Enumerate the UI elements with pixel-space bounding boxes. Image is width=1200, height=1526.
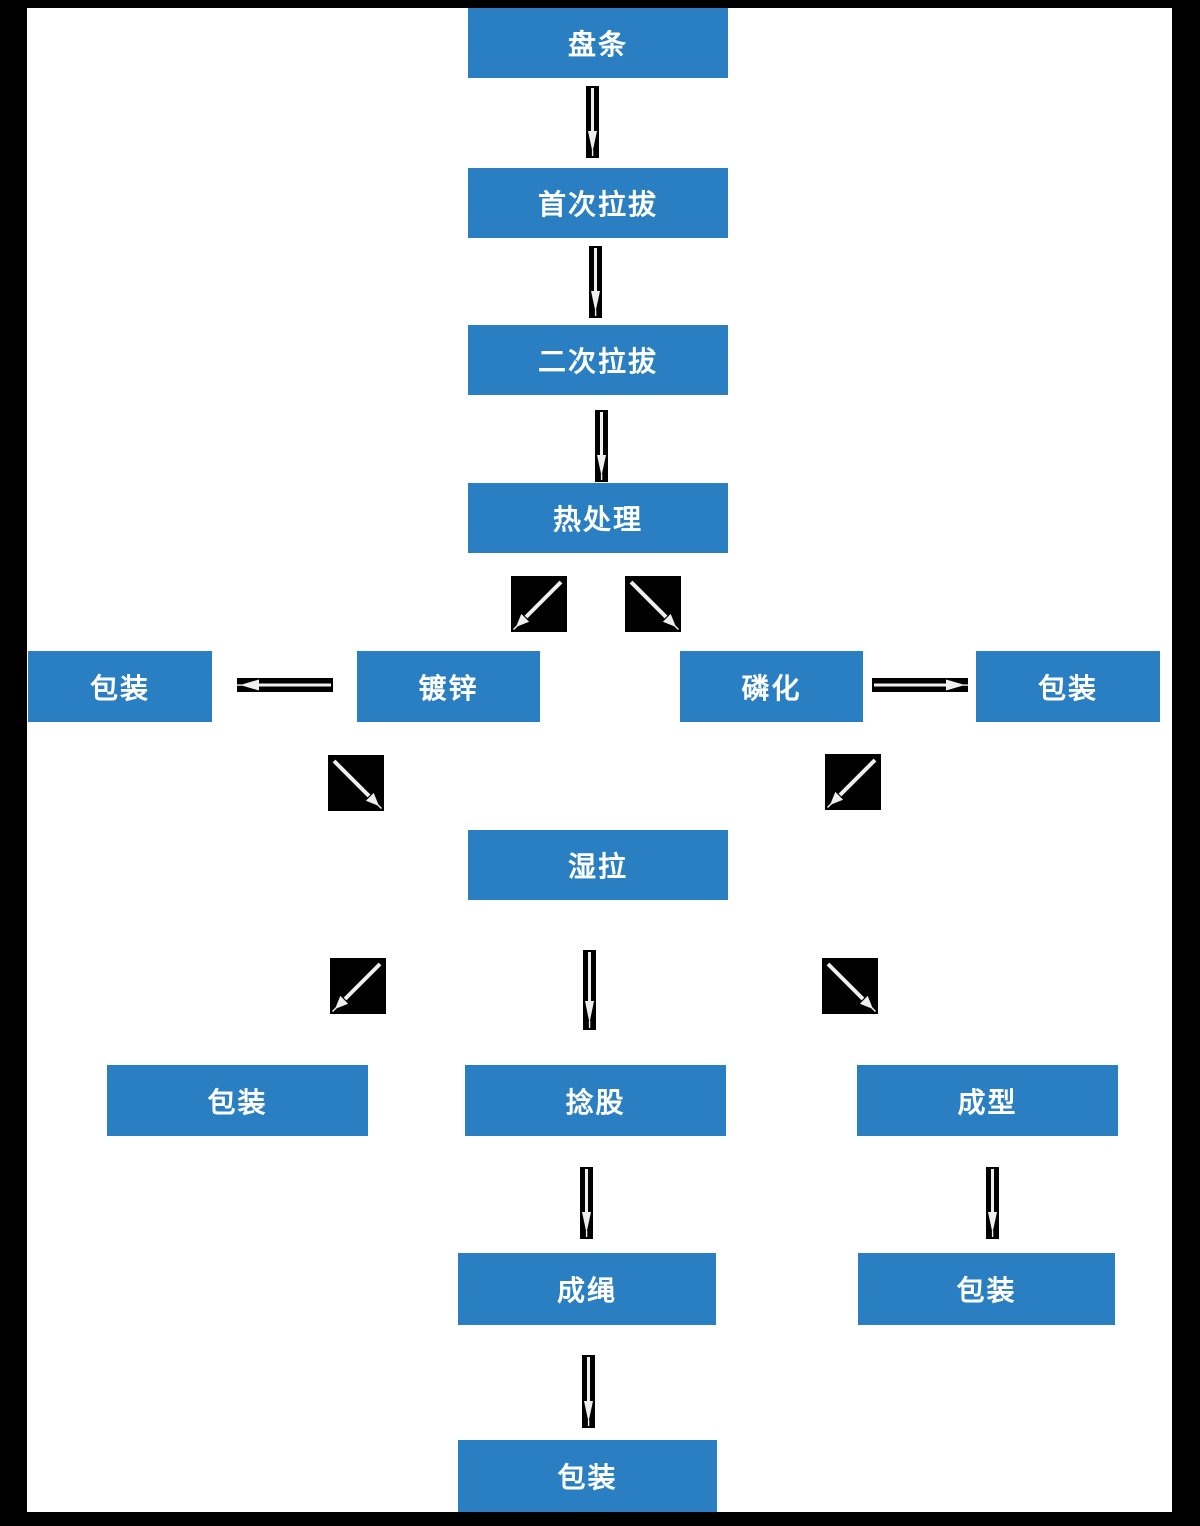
arrow-downright-rechuli-to-linhua-icon: [625, 576, 681, 632]
arrow-right-linhua-to-baozhuang-icon: [872, 678, 968, 692]
node-baozhuang-after-chengxing: 包装: [858, 1253, 1115, 1325]
node-chengsheng: 成绳: [458, 1253, 716, 1325]
arrow-down-erci-laba-to-rechuli-icon: [595, 410, 608, 482]
node-chengxing: 成型: [857, 1065, 1118, 1136]
arrow-downleft-linhua-to-shila-icon: [825, 754, 881, 810]
arrow-down-shila-to-niangu-icon: [583, 950, 596, 1030]
arrow-downright-shila-to-chengxing-icon: [822, 958, 878, 1014]
arrow-downleft-rechuli-to-duxin-icon: [511, 576, 567, 632]
arrow-down-chengxing-to-baozhuang-icon: [986, 1167, 999, 1239]
node-baozhuang-after-shila: 包装: [107, 1065, 368, 1136]
arrow-down-shouci-to-erci-laba-icon: [589, 246, 602, 318]
node-duxin: 镀锌: [357, 651, 540, 722]
node-baozhuang-after-linhua: 包装: [976, 651, 1160, 722]
node-baozhuang-after-duxin: 包装: [28, 651, 212, 722]
arrow-downleft-shila-to-baozhuang-icon: [330, 958, 386, 1014]
node-erci-laba: 二次拉拔: [468, 325, 728, 395]
frame-border-right: [1172, 0, 1200, 1526]
node-niangu: 捻股: [465, 1065, 726, 1136]
frame-border-top: [0, 0, 1200, 8]
node-baozhuang-after-chengsheng: 包装: [458, 1440, 717, 1512]
frame-border-left: [0, 0, 27, 1526]
frame-border-bottom: [0, 1512, 1200, 1526]
node-rechuli: 热处理: [468, 483, 728, 553]
arrow-left-duxin-to-baozhuang-icon: [237, 678, 333, 692]
arrow-downright-duxin-to-shila-icon: [328, 755, 384, 811]
node-shouci-laba: 首次拉拔: [468, 168, 728, 238]
arrow-down-niangu-to-chengsheng-icon: [580, 1167, 593, 1239]
node-pantiao: 盘条: [468, 8, 728, 78]
arrow-down-chengsheng-to-baozhuang-icon: [582, 1355, 595, 1428]
arrow-down-pantiao-to-shouci-laba-icon: [586, 86, 599, 158]
node-shila: 湿拉: [468, 830, 728, 900]
node-linhua: 磷化: [680, 651, 863, 722]
